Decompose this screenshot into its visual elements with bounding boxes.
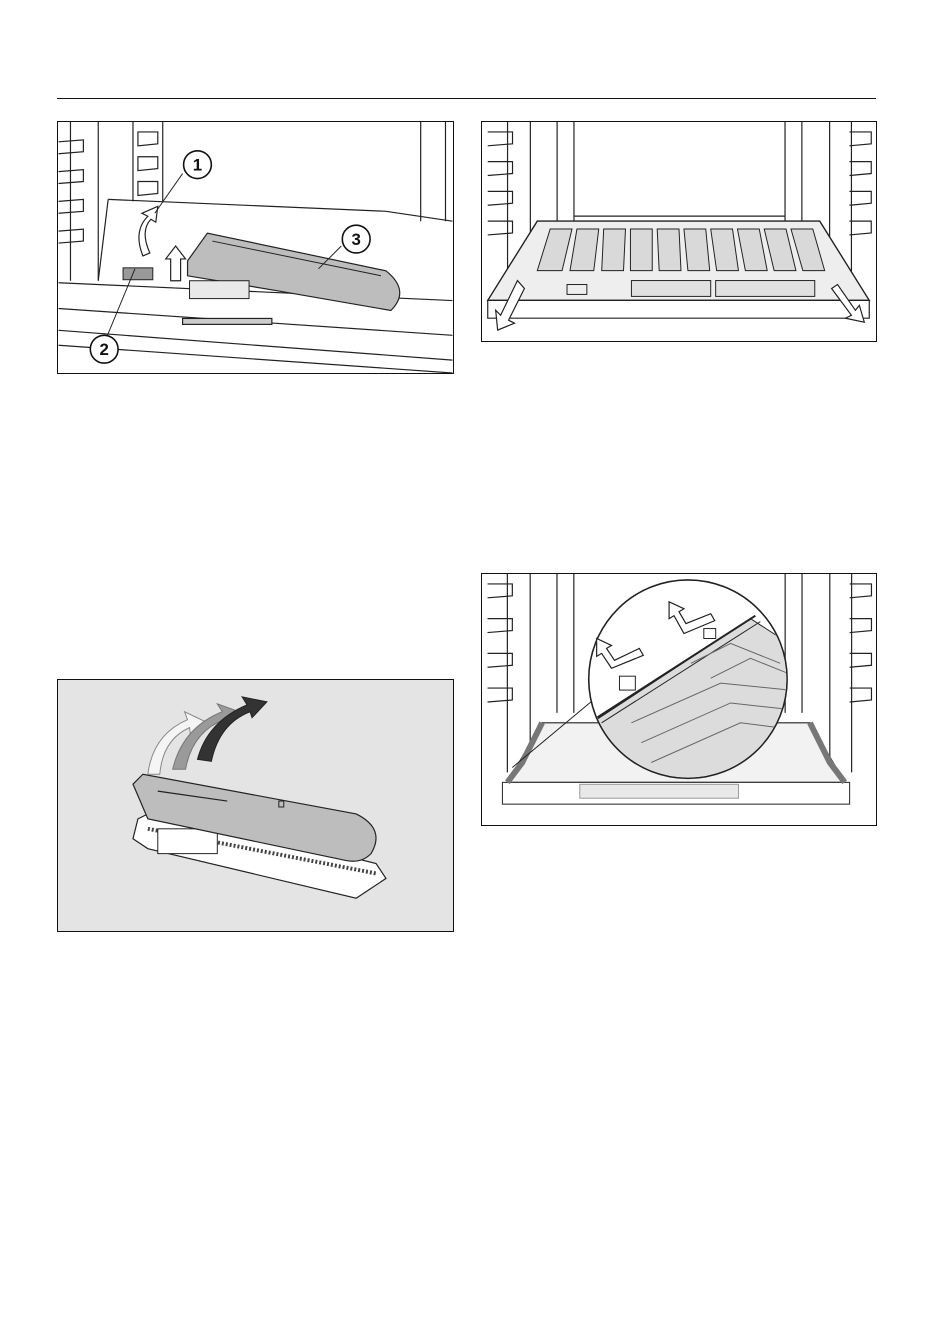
callout-2-label: 2 xyxy=(100,340,109,359)
illustration-remove-cover: 1 2 3 xyxy=(57,121,454,374)
illustration-lift-component xyxy=(57,679,454,932)
illustration-detail-zoom xyxy=(481,573,877,826)
header-rule xyxy=(57,98,876,99)
callout-3-label: 3 xyxy=(352,230,361,249)
callout-2: 2 xyxy=(90,335,118,363)
callout-1: 1 xyxy=(184,151,212,179)
callout-3: 3 xyxy=(342,225,370,253)
illustration-shelf-removal xyxy=(481,121,877,342)
callout-1-label: 1 xyxy=(193,156,202,175)
